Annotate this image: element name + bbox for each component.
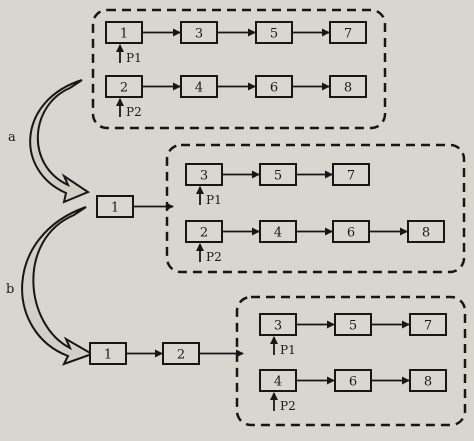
stage-3-list1-node-1-label: 5 — [349, 319, 357, 334]
stage-1-list1-node-0: 1 — [105, 21, 143, 44]
stage-2-merged-node-0-label: 1 — [111, 201, 119, 216]
stage-1-list1-node-0-label: 1 — [120, 27, 128, 42]
stage-2-list2-node-2: 6 — [332, 220, 370, 243]
stage-3-p1-label: P1 — [280, 343, 296, 357]
stage-1-list2-node-2-label: 6 — [270, 81, 278, 96]
stage-2-list1-node-2: 7 — [332, 163, 370, 186]
stage-2-list1-node-2-box — [332, 163, 370, 186]
stage-2-list2-node-0-label: 2 — [200, 226, 208, 241]
stage-2-list1-node-1-label: 5 — [274, 169, 282, 184]
stage-3-group — [235, 295, 467, 427]
stage-2-list1-node-2-label: 7 — [347, 169, 355, 184]
stage-2-p2-label: P2 — [206, 250, 222, 264]
stage-3-p2-label: P2 — [280, 399, 296, 413]
stage-3-list1-node-1: 5 — [334, 313, 372, 336]
stage-1-list2-node-2: 6 — [255, 75, 293, 98]
stage-3-list2-node-2-box — [409, 369, 447, 392]
stage-2-list1-node-0-label: 3 — [200, 169, 208, 184]
stage-2-list2-node-1-label: 4 — [274, 226, 282, 241]
stage-3-list1-node-2-box — [409, 313, 447, 336]
stage-1-list1-node-1-label: 3 — [195, 27, 203, 42]
stage-1-list1-node-3: 7 — [329, 21, 367, 44]
stage-2-list2-node-3-label: 8 — [422, 226, 430, 241]
stage-2-merged-node-0: 1 — [96, 195, 134, 218]
stage-1-p2-label: P2 — [126, 105, 142, 119]
stage-3-list1-node-2: 7 — [409, 313, 447, 336]
stage-1-list1-node-3-box — [329, 21, 367, 44]
stage-2-list1-node-0: 3 — [185, 163, 223, 186]
stage-3-list1-node-0-label: 3 — [274, 319, 282, 334]
stage-3-list2-node-0: 4 — [259, 369, 297, 392]
step-label-b: b — [6, 282, 14, 297]
stage-2-list2-node-2-label: 6 — [347, 226, 355, 241]
stage-3-merged-node-1: 2 — [162, 342, 200, 365]
stage-1-list2-node-3-label: 8 — [344, 81, 352, 96]
stage-2-list2-node-3-box — [407, 220, 445, 243]
stage-1-list2-node-0-label: 2 — [120, 81, 128, 96]
stage-3-list1-node-2-label: 7 — [424, 319, 432, 334]
stage-3-list2-node-2-label: 8 — [424, 375, 432, 390]
step-label-a: a — [8, 130, 16, 145]
stage-3-merged-node-0: 1 — [89, 342, 127, 365]
stage-3-list1-node-0: 3 — [259, 313, 297, 336]
stage-1-list1-node-2-label: 5 — [270, 27, 278, 42]
stage-2-list2-node-3: 8 — [407, 220, 445, 243]
stage-3-list2-node-2: 8 — [409, 369, 447, 392]
stage-1-list2-node-3-box — [329, 75, 367, 98]
stage-1-list1-node-3-label: 7 — [344, 27, 352, 42]
stage-1-list2-node-1: 4 — [180, 75, 218, 98]
transition-arrow-a — [29, 79, 91, 204]
stage-3-list2-node-1-label: 6 — [349, 375, 357, 390]
stage-1-group — [91, 8, 387, 130]
stage-1-list2-node-1-label: 4 — [195, 81, 203, 96]
stage-1-list1-node-1: 3 — [180, 21, 218, 44]
transition-arrow-b — [21, 206, 95, 366]
stage-3-merged-node-1-label: 2 — [177, 348, 185, 363]
stage-2-list1-node-1: 5 — [259, 163, 297, 186]
stage-2-p1-label: P1 — [206, 193, 222, 207]
stage-2-list2-node-1: 4 — [259, 220, 297, 243]
stage-1-list2-node-0: 2 — [105, 75, 143, 98]
stage-1-p1-label: P1 — [126, 51, 142, 65]
stage-3-list2-node-1: 6 — [334, 369, 372, 392]
stage-3-merged-node-0-label: 1 — [104, 348, 112, 363]
stage-1-list1-node-2: 5 — [255, 21, 293, 44]
stage-2-list2-node-0: 2 — [185, 220, 223, 243]
stage-3-list2-node-0-label: 4 — [274, 375, 282, 390]
stage-1-list2-node-3: 8 — [329, 75, 367, 98]
